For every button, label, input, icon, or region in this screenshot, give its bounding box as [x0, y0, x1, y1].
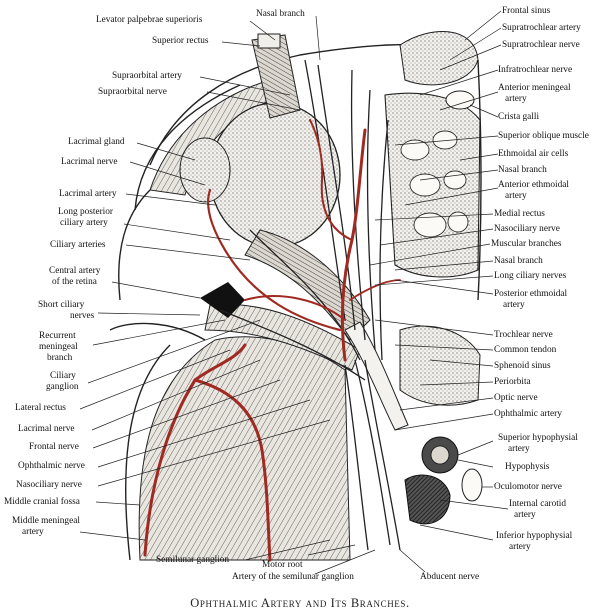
optic-nerve-shape — [344, 321, 409, 431]
label-hypophysis: Hypophysis — [505, 462, 550, 472]
label-artery-semilunar-ganglion: Artery of the semilunar ganglion — [232, 572, 354, 582]
label-anterior-meningeal-artery-1: Anterior meningeal — [498, 83, 571, 93]
label-lacrimal-nerve-upper: Lacrimal nerve — [61, 157, 118, 167]
label-abducent-nerve: Abducent nerve — [420, 572, 480, 582]
frontal-sinus-shape — [399, 31, 479, 86]
label-anterior-ethmoidal-artery-1: Anterior ethmoidal — [498, 180, 569, 190]
label-recurrent-meningeal-branch-2: meningeal — [39, 342, 78, 352]
label-ophthalmic-artery: Ophthalmic artery — [494, 409, 562, 419]
label-oculomotor-nerve: Oculomotor nerve — [494, 482, 562, 492]
label-infratrochlear-nerve: Infratrochlear nerve — [498, 65, 573, 75]
nerves — [219, 59, 401, 551]
label-supraorbital-nerve: Supraorbital nerve — [98, 87, 167, 97]
ethmoidal-air-cells-shapes — [400, 130, 469, 238]
label-supratrochlear-nerve: Supratrochlear nerve — [502, 40, 580, 50]
label-middle-meningeal-artery-1: Middle meningeal — [12, 516, 80, 526]
label-posterior-ethmoidal-artery-2: artery — [503, 300, 525, 310]
label-long-posterior-ciliary-artery-2: ciliary artery — [60, 218, 108, 228]
label-supraorbital-artery: Supraorbital artery — [112, 71, 182, 81]
label-anterior-ethmoidal-artery-2: artery — [505, 191, 527, 201]
label-optic-nerve: Optic nerve — [494, 393, 538, 403]
levator-tendon-end — [257, 33, 281, 49]
label-frontal-nerve: Frontal nerve — [29, 442, 79, 452]
medial-wall — [477, 59, 482, 301]
label-common-tendon: Common tendon — [494, 345, 557, 355]
label-internal-carotid-artery-1: Internal carotid — [509, 499, 567, 509]
label-central-artery-retina-1: Central artery — [49, 266, 101, 276]
label-superior-hypophysial-artery-2: artery — [508, 444, 530, 454]
label-ciliary-ganglion-1: Ciliary — [50, 371, 76, 381]
lacrimal-gland-shape — [179, 137, 231, 203]
figure-caption: Ophthalmic Artery and Its Branches. — [190, 596, 410, 610]
label-lacrimal-nerve-lower: Lacrimal nerve — [18, 424, 75, 434]
label-lacrimal-gland: Lacrimal gland — [68, 137, 125, 147]
label-nasal-branch-top: Nasal branch — [256, 9, 305, 19]
label-ophthalmic-nerve: Ophthalmic nerve — [18, 461, 85, 471]
black-marker — [200, 282, 245, 318]
label-recurrent-meningeal-branch-3: branch — [47, 353, 73, 363]
sphenoid-region — [399, 325, 481, 406]
label-nasociliary-nerve-right: Nasociliary nerve — [494, 224, 560, 234]
label-recurrent-meningeal-branch-1: Recurrent — [39, 331, 76, 341]
middle-meningeal-artery-path — [143, 343, 247, 557]
label-crista-galli: Crista galli — [498, 112, 540, 122]
label-muscular-branches: Muscular branches — [491, 239, 562, 249]
lateral-rectus-muscle — [204, 303, 361, 371]
label-semilunar-ganglion: Semilunar ganglion — [156, 555, 230, 565]
label-nasal-branch-right-lower: Nasal branch — [494, 256, 543, 266]
label-long-posterior-ciliary-artery-1: Long posterior — [58, 207, 113, 217]
label-short-ciliary-nerves-1: Short ciliary — [38, 300, 85, 310]
leader-lines — [79, 10, 509, 575]
label-posterior-ethmoidal-artery-1: Posterior ethmoidal — [494, 289, 568, 299]
label-nasal-branch-right-upper: Nasal branch — [498, 165, 547, 175]
label-lateral-rectus: Lateral rectus — [15, 403, 66, 413]
label-middle-meningeal-artery-2: artery — [22, 527, 44, 537]
label-superior-oblique-muscle: Superior oblique muscle — [498, 131, 589, 141]
internal-carotid-shape — [404, 474, 451, 525]
label-middle-cranial-fossa: Middle cranial fossa — [4, 497, 80, 507]
label-ciliary-ganglion-2: ganglion — [46, 382, 79, 392]
oculomotor-shape — [461, 468, 483, 502]
label-superior-rectus: Superior rectus — [152, 36, 209, 46]
middle-cranial-fossa-region — [138, 336, 351, 561]
label-anterior-meningeal-artery-2: artery — [505, 94, 527, 104]
label-sphenoid-sinus: Sphenoid sinus — [494, 361, 551, 371]
label-trochlear-nerve: Trochlear nerve — [494, 330, 553, 340]
label-motor-root: Motor root — [262, 560, 303, 570]
label-ciliary-arteries: Ciliary arteries — [50, 240, 106, 250]
label-inferior-hypophysial-artery-1: Inferior hypophysial — [496, 531, 573, 541]
crista-galli-shape — [445, 90, 475, 110]
label-lacrimal-artery: Lacrimal artery — [59, 189, 117, 199]
label-nasociliary-nerve-left: Nasociliary nerve — [16, 480, 82, 490]
label-long-ciliary-nerves: Long ciliary nerves — [494, 271, 567, 281]
label-short-ciliary-nerves-2: nerves — [70, 311, 95, 321]
label-frontal-sinus: Frontal sinus — [502, 6, 551, 16]
label-periorbita: Periorbita — [494, 377, 531, 387]
label-central-artery-retina-2: of the retina — [52, 277, 97, 287]
label-levator-palpebrae-superioris: Levator palpebrae superioris — [96, 15, 203, 25]
label-superior-hypophysial-artery-1: Superior hypophysial — [498, 433, 578, 443]
label-ethmoidal-air-cells: Ethmoidal air cells — [498, 149, 569, 159]
label-inferior-hypophysial-artery-2: artery — [509, 542, 531, 552]
label-medial-rectus: Medial rectus — [494, 209, 545, 219]
label-supratrochlear-artery: Supratrochlear artery — [502, 23, 581, 33]
label-internal-carotid-artery-2: artery — [514, 510, 536, 520]
